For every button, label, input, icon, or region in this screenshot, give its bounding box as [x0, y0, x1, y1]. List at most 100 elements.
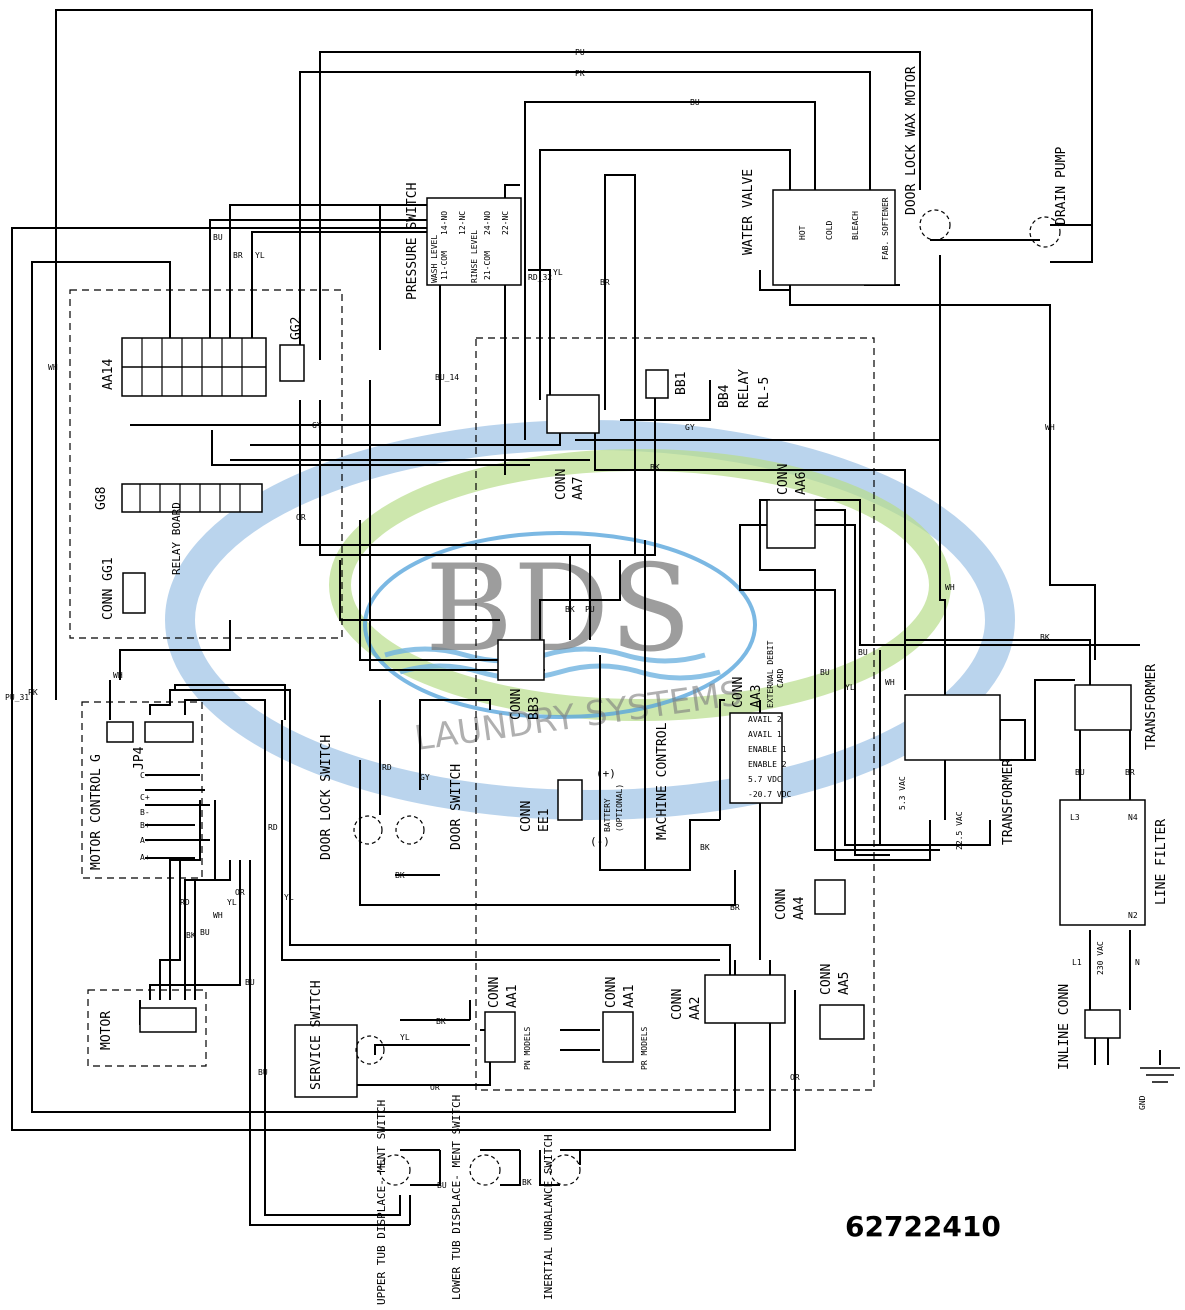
wire-color-tags: PU PK BU BU BR YL WH BU_14 RD_32 YL BR G… — [5, 48, 1135, 1190]
ext-debit-label: EXTERNAL DEBIT — [766, 640, 775, 708]
rinse-level-label: RINSE LEVEL — [470, 230, 479, 283]
door-lock-wax-label: DOOR LOCK WAX MOTOR — [904, 66, 919, 215]
wire-tag-bk-4: BK — [395, 871, 405, 880]
wire-tag-br-2: BR — [600, 278, 610, 287]
n-label: N — [1135, 958, 1140, 967]
wire-tag-wh-3: WH — [1045, 423, 1055, 432]
avail2-label: AVAIL 2 — [748, 715, 782, 724]
wire-tag-bu: BU — [690, 98, 700, 107]
wire-tag-pk: PK — [575, 69, 585, 78]
wire-tag-bu-2: BU — [213, 233, 223, 242]
bleach-label: BLEACH — [851, 211, 860, 240]
avail1-label: AVAIL 1 — [748, 730, 782, 739]
conn-aa1-pn-prefix: CONN — [487, 977, 502, 1008]
pr-models-label: PR MODELS — [640, 1026, 649, 1070]
wire-tag-bu-4: BU — [858, 648, 868, 657]
wire-tag-rd-3: RD — [180, 898, 190, 907]
pressure-switch-label: PRESSURE SWITCH — [405, 183, 420, 300]
wire-tag-wh: WH — [48, 363, 58, 372]
a-plus-label: A+ — [140, 853, 150, 862]
service-switch-label: SERVICE SWITCH — [309, 980, 324, 1090]
pn-models-label: PN MODELS — [523, 1026, 532, 1070]
aa7-label: AA7 — [571, 477, 586, 500]
machine-control-label: MACHINE CONTROL — [655, 722, 670, 840]
minus-label: (-) — [590, 835, 610, 848]
wire-tag-bu-6: BU — [200, 928, 210, 937]
vac230-label: 230 VAC — [1096, 941, 1105, 975]
transformer-label-lower: TRANSFORMER — [1001, 759, 1016, 845]
vac225-label: 22.5 VAC — [955, 811, 964, 850]
aa3-label: AA3 — [749, 685, 764, 708]
v207-label: -20.7 VDC — [748, 790, 792, 799]
wire-tag-gy: GY — [312, 421, 322, 430]
wire-tag-or-3: OR — [790, 1073, 800, 1082]
a-minus-label: A- — [140, 836, 150, 845]
c-minus-label: C- — [140, 771, 150, 780]
cold-label: COLD — [825, 221, 834, 240]
c-plus-label: C+ — [140, 793, 150, 802]
wire-tag-pu-2: PU — [585, 605, 595, 614]
conn-aa5-prefix: CONN — [819, 964, 834, 995]
contact-12: 12-NC — [458, 211, 467, 235]
n2-label: N2 — [1128, 911, 1138, 920]
wire-tag-yl-2: YL — [553, 268, 563, 277]
part-number: 62722410 — [845, 1210, 1001, 1243]
wire-tag-bk: BK — [650, 463, 660, 472]
wire-tag-bk-3: BK — [565, 605, 575, 614]
gg2-label: GG2 — [289, 317, 304, 340]
motor-control-label: MOTOR CONTROL — [89, 768, 104, 870]
wire-tag-pk-2: PK — [28, 688, 38, 697]
wire-tag-wh-2: WH — [113, 671, 123, 680]
wire-tag-br-4: BR — [730, 903, 740, 912]
wire-tag-rd: RD — [382, 763, 392, 772]
relay-label: RELAY — [737, 369, 752, 408]
upper-tub-switch-label: UPPER TUB DISPLACE- MENT SWITCH — [375, 1100, 388, 1305]
conn-aa2-prefix: CONN — [670, 989, 685, 1020]
l3-label: L3 — [1070, 813, 1080, 822]
b-minus-label: B- — [140, 808, 150, 817]
wire-tag-or-2: OR — [235, 888, 245, 897]
battery-label: BATTERY — [603, 798, 612, 832]
l1-label: L1 — [1072, 958, 1082, 967]
hot-label: HOT — [798, 225, 807, 240]
door-lock-switch-label: DOOR LOCK SWITCH — [319, 735, 334, 860]
jp4-label: JP4 — [132, 746, 147, 770]
aa4-label: AA4 — [792, 896, 807, 920]
ee1-label: EE1 — [537, 809, 552, 832]
softener-label: FAB. SOFTENER — [881, 197, 890, 260]
watermark-brand: BDS — [425, 540, 692, 679]
plus-label: (+) — [596, 767, 616, 780]
gnd-label: GND — [1138, 1095, 1147, 1110]
contact-22: 22-NC — [501, 211, 510, 235]
optional-label: (OPTIONAL) — [615, 784, 624, 832]
wire-tag-bk-2: BK — [1040, 633, 1050, 642]
drain-pump-label: DRAIN PUMP — [1054, 147, 1069, 225]
conn-bb3-prefix: CONN — [509, 689, 524, 720]
wire-tag-bu-3: BU — [820, 668, 830, 677]
wire-tag-bk-7: BK — [436, 1017, 446, 1026]
aa14-label: AA14 — [101, 359, 116, 390]
vac53-label: 5.3 VAC — [898, 776, 907, 810]
text-labels: PRESSURE SWITCH WASH LEVEL RINSE LEVEL 1… — [89, 66, 1169, 1305]
enable1-label: ENABLE 1 — [748, 745, 787, 754]
wire-tag-gy-2: GY — [685, 423, 695, 432]
g-label: G — [89, 754, 104, 762]
line-filter-label: LINE FILTER — [1154, 819, 1169, 905]
b-plus-label: B+ — [140, 821, 150, 830]
wire-tag-br-3: BR — [1125, 768, 1135, 777]
wire-tag-bk-5: BK — [700, 843, 710, 852]
wire-tag-bu-8: BU — [258, 1068, 268, 1077]
conn-aa1-pr-prefix: CONN — [604, 977, 619, 1008]
conn-ee1-prefix: CONN — [519, 801, 534, 832]
aa5-label: AA5 — [837, 972, 852, 995]
wire-tag-yl-3: YL — [845, 683, 855, 692]
conn-aa6-prefix: CONN — [776, 464, 791, 495]
bb3-label: BB3 — [527, 697, 542, 720]
card-label: CARD — [776, 669, 785, 688]
inertial-switch-label: INERTIAL UNBALANCE SWITCH — [542, 1134, 555, 1300]
motor-label: MOTOR — [99, 1011, 114, 1050]
wash-level-label: WASH LEVEL — [430, 235, 439, 283]
wire-tag-bk-6: BK — [186, 931, 196, 940]
